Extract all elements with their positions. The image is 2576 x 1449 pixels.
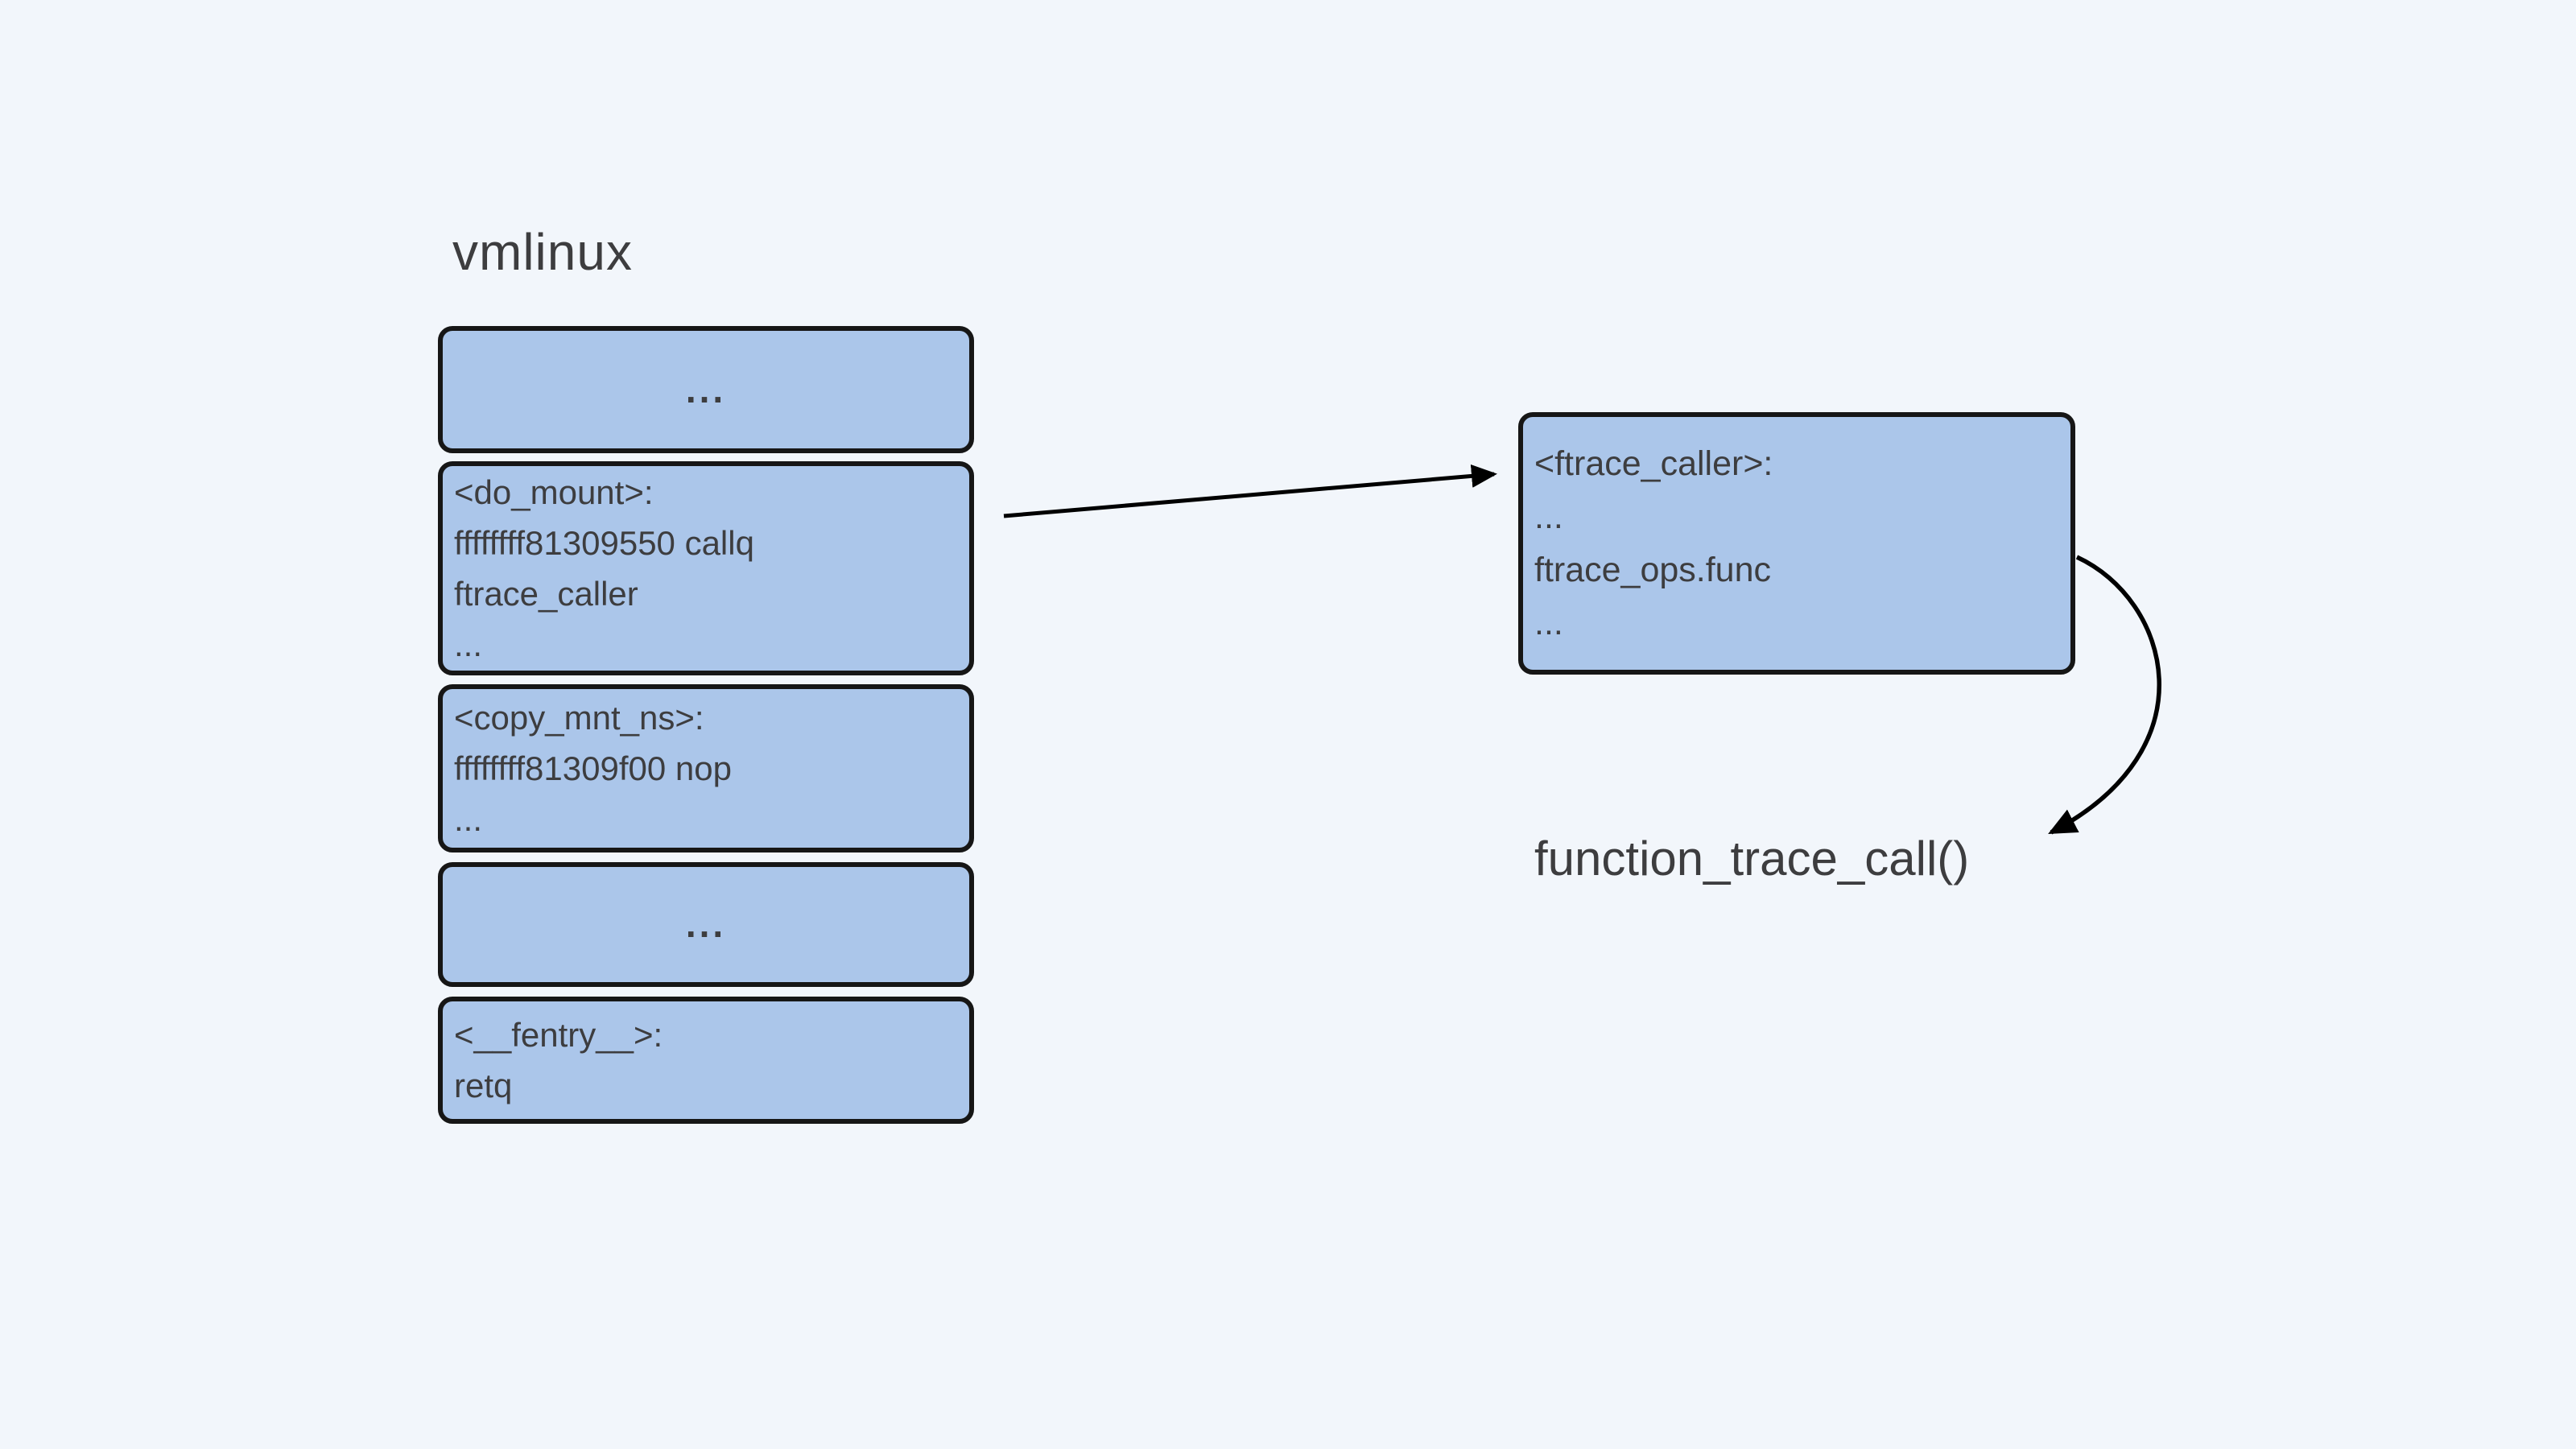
- symbol-label: <copy_mnt_ns>:: [454, 699, 704, 737]
- ellipsis-text: ...: [685, 903, 727, 945]
- ellipsis-text: ...: [454, 800, 483, 838]
- function-trace-call-label: function_trace_call(): [1534, 832, 1970, 886]
- symbol-label: <do_mount>:: [454, 473, 654, 511]
- ftrace-ops-func-text: ftrace_ops.func: [1534, 551, 1772, 589]
- symbol-label: <__fentry__>:: [454, 1016, 663, 1054]
- memory-block-ellipsis-middle: ...: [438, 862, 974, 987]
- instruction-address: ffffffff81309550 callq: [454, 524, 754, 562]
- memory-block-copy-mnt-ns: <copy_mnt_ns>: ffffffff81309f00 nop ...: [438, 684, 974, 852]
- ellipsis-text: ...: [1534, 497, 1563, 536]
- instruction-text: retq: [454, 1067, 513, 1104]
- call-target: ftrace_caller: [454, 575, 638, 613]
- vmlinux-title: vmlinux: [452, 223, 633, 281]
- ellipsis-text: ...: [685, 368, 727, 411]
- memory-block-ellipsis-top: ...: [438, 326, 974, 453]
- memory-block-do-mount: <do_mount>: ffffffff81309550 callq ftrac…: [438, 461, 974, 675]
- ellipsis-text: ...: [454, 625, 483, 663]
- call-ftrace-caller-arrow: [1003, 464, 1497, 518]
- symbol-label: <ftrace_caller>:: [1534, 444, 1773, 483]
- ftrace-caller-box: <ftrace_caller>: ... ftrace_ops.func ...: [1518, 412, 2075, 675]
- instruction-address: ffffffff81309f00 nop: [454, 749, 732, 787]
- ellipsis-text: ...: [1534, 604, 1563, 642]
- memory-block-fentry: <__fentry__>: retq: [438, 997, 974, 1124]
